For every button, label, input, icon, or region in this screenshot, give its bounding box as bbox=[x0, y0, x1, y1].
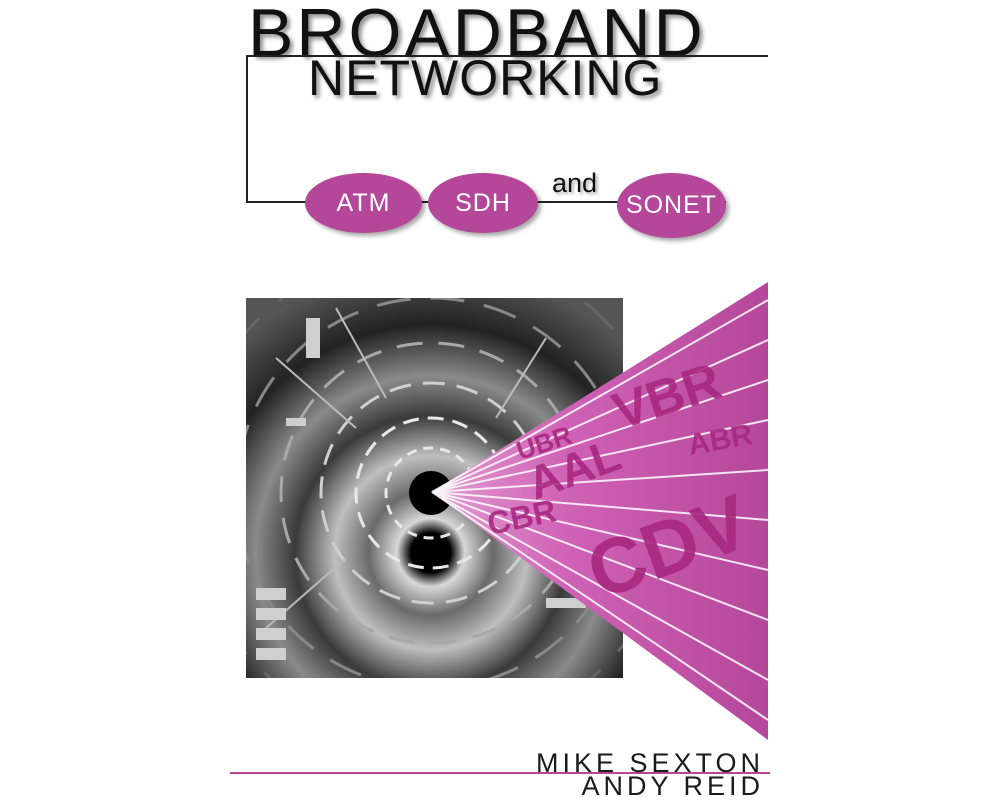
bracket-left-line bbox=[246, 55, 248, 202]
author-rule bbox=[230, 772, 770, 774]
topic-sonet-badge: SONET bbox=[617, 173, 726, 238]
conjunction-and: and bbox=[552, 168, 598, 198]
author-name: MIKE SEXTON bbox=[535, 748, 764, 778]
title-line-2: NETWORKING bbox=[308, 50, 663, 106]
author-name: ANDY REID bbox=[581, 771, 764, 801]
bracket-top-line bbox=[246, 55, 768, 57]
topic-atm-badge: ATM bbox=[305, 173, 422, 233]
topic-sdh-badge: SDH bbox=[428, 173, 538, 233]
